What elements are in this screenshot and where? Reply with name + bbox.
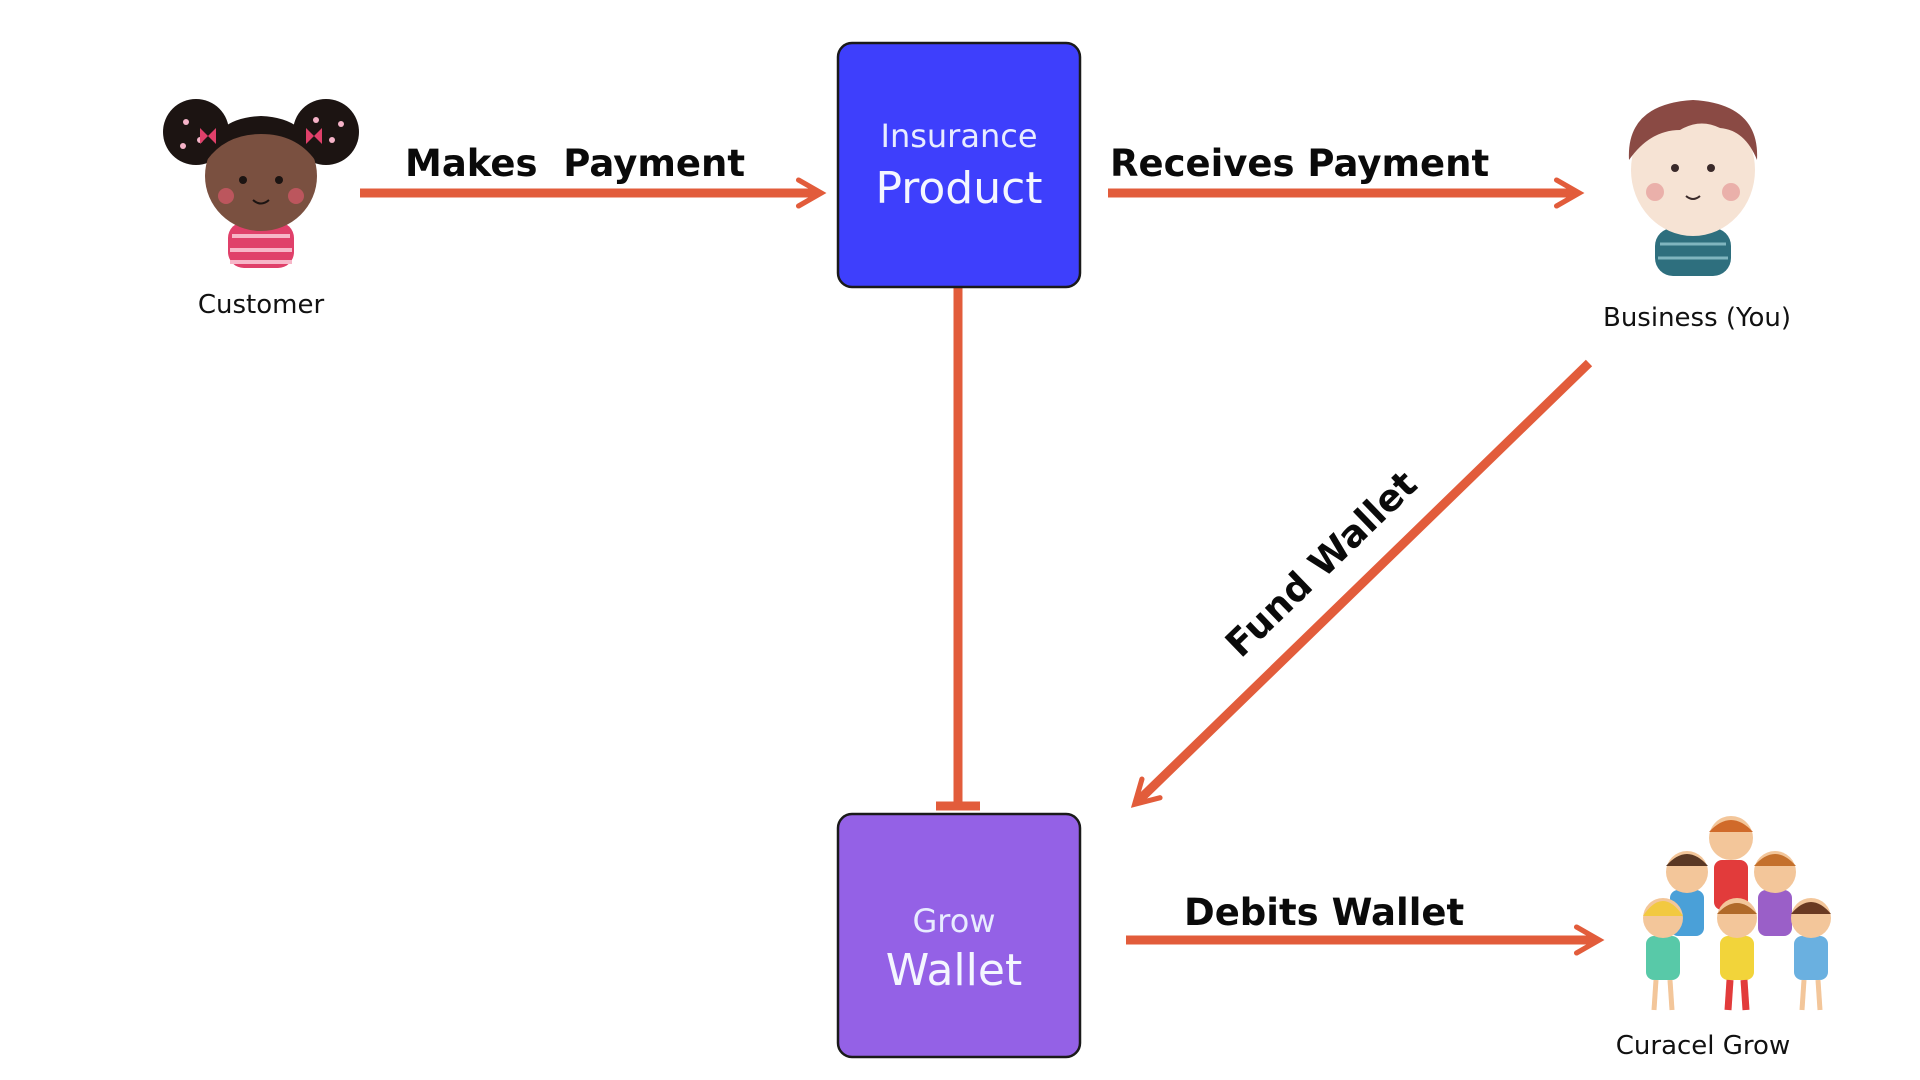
insurance-product-line1: Insurance bbox=[881, 117, 1038, 155]
grow-wallet-line1: Grow bbox=[913, 902, 996, 940]
arrow-fund-wallet bbox=[1130, 359, 1593, 808]
customer-label: Customer bbox=[198, 290, 325, 320]
group-of-children-icon bbox=[1643, 816, 1831, 1011]
insurance-product-box bbox=[836, 41, 1082, 289]
insurance-product-line2: Product bbox=[875, 163, 1042, 214]
grow-wallet-node: Grow Wallet bbox=[836, 812, 1082, 1059]
label-receives-payment: Receives Payment bbox=[1110, 142, 1489, 185]
label-makes-payment: Makes Payment bbox=[405, 142, 745, 185]
label-fund-wallet: Fund Wallet bbox=[1217, 462, 1425, 665]
curacel-grow-label: Curacel Grow bbox=[1616, 1031, 1790, 1061]
grow-wallet-line2: Wallet bbox=[886, 945, 1022, 996]
business-label: Business (You) bbox=[1603, 303, 1791, 333]
grow-wallet-box bbox=[836, 812, 1082, 1059]
boy-avatar-icon bbox=[1628, 100, 1758, 276]
girl-avatar-icon bbox=[163, 99, 359, 268]
insurance-product-node: Insurance Product bbox=[836, 41, 1082, 289]
label-debits-wallet: Debits Wallet bbox=[1184, 891, 1464, 934]
